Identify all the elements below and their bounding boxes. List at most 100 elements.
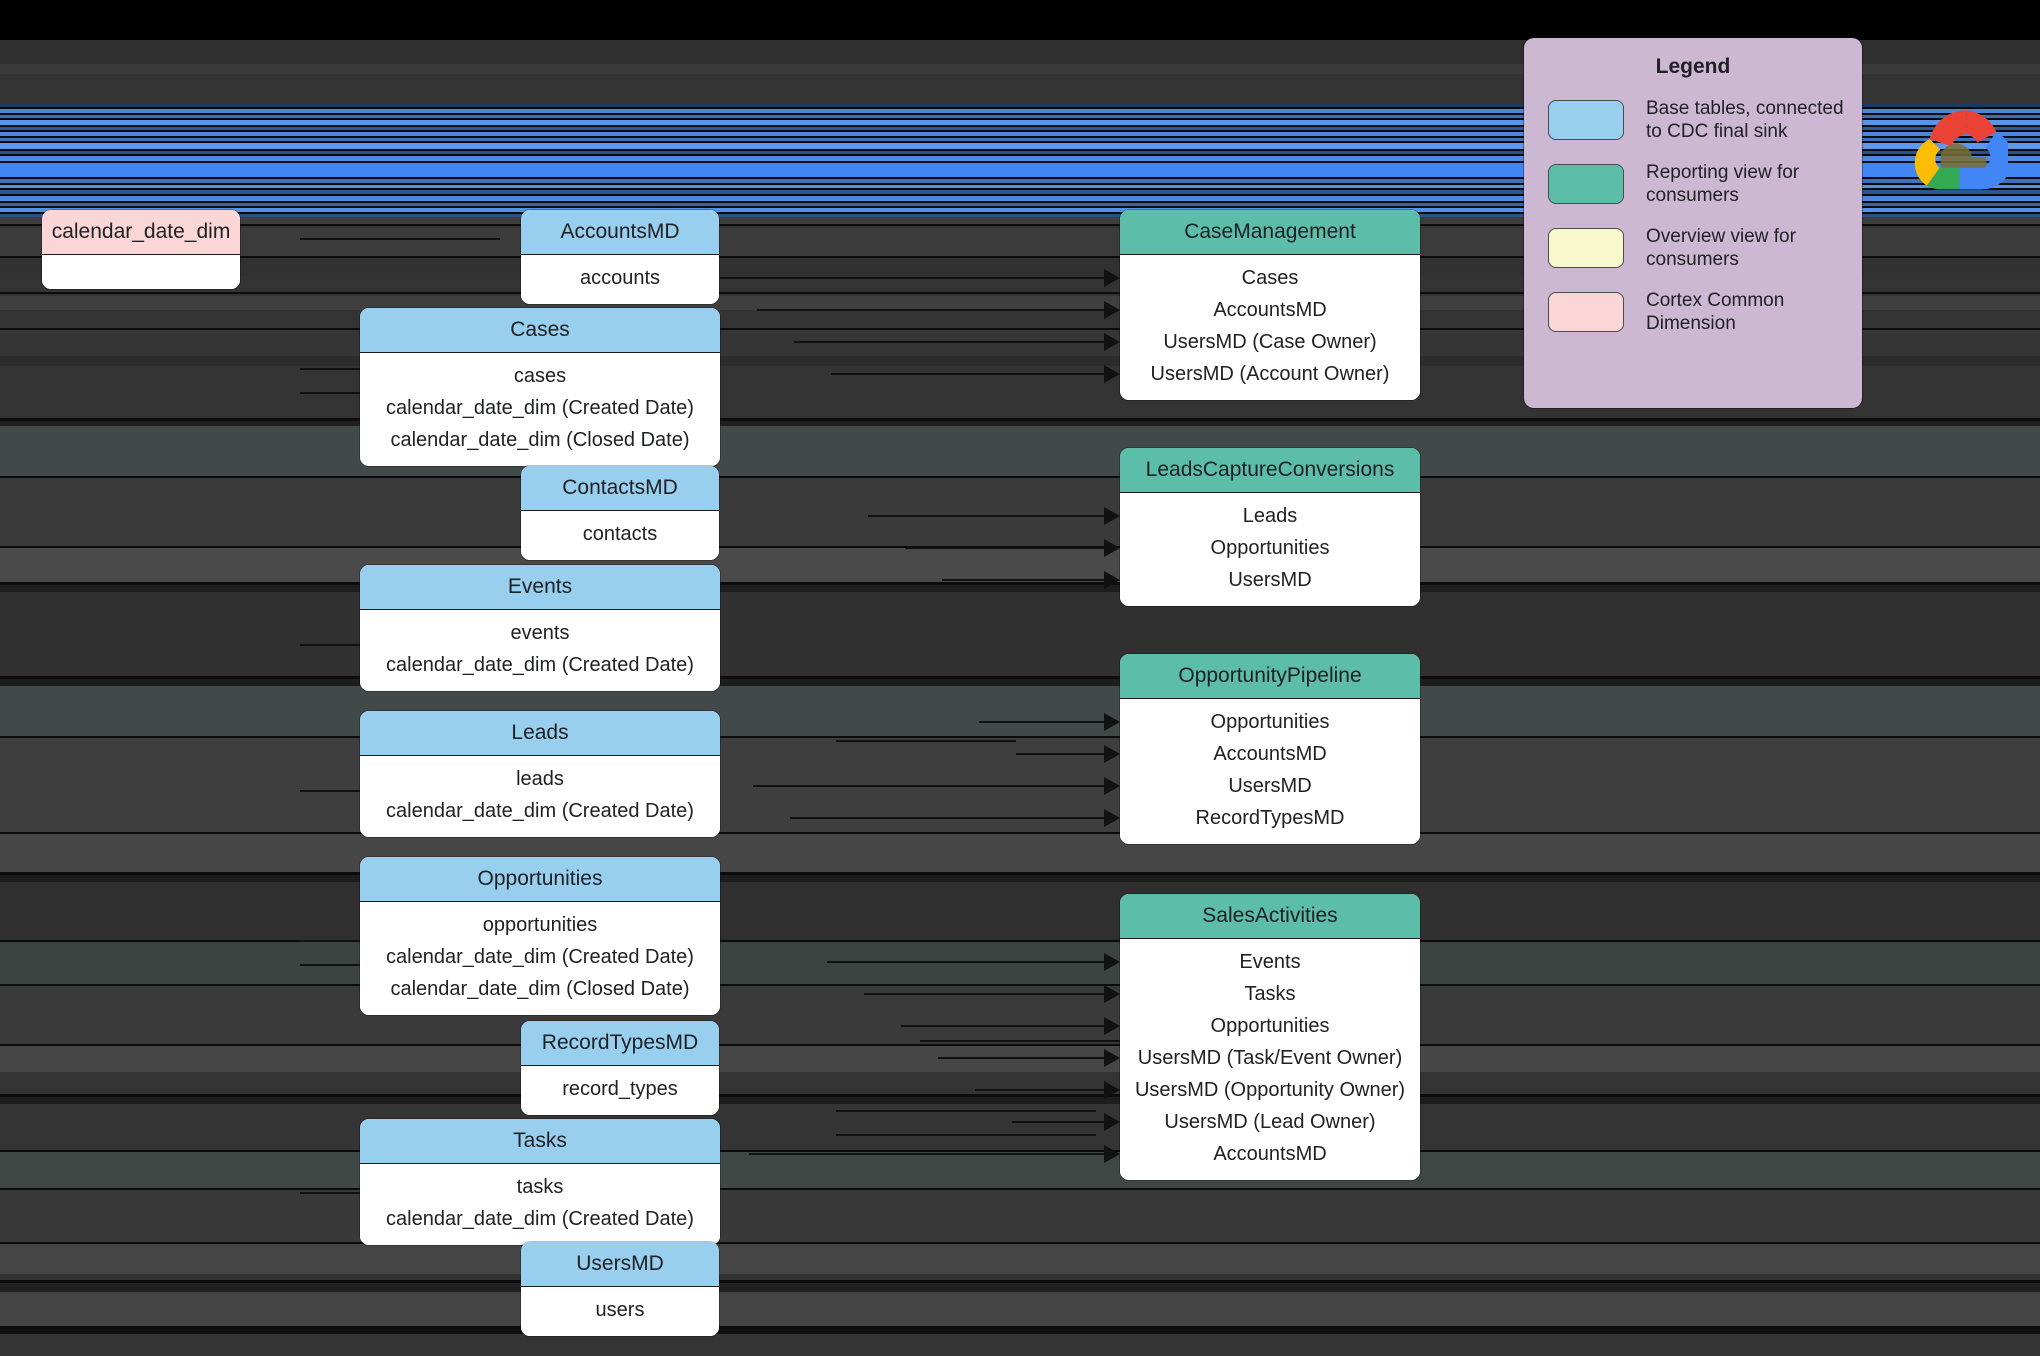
blue-scanline-stripe (0, 196, 2040, 201)
glitch-tear-line (0, 872, 2040, 875)
blue-scanline-stripe (0, 185, 2040, 188)
connector-line (300, 238, 500, 240)
connector-line (827, 961, 1106, 963)
glitch-tear-line (0, 418, 2040, 421)
reporting-view-title: SalesActivities (1120, 894, 1420, 939)
connector-arrowhead (1104, 539, 1120, 557)
top-black-bar (0, 0, 2040, 40)
glitch-band (0, 678, 2040, 686)
blue-scanline-stripe (0, 154, 2040, 156)
blue-scanline-stripe (0, 132, 2040, 136)
glitch-band (0, 426, 2040, 478)
connector-line (901, 1025, 1106, 1027)
blue-scanline-stripe (0, 130, 2040, 132)
blue-scanline-stripe (0, 203, 2040, 206)
base-table-body: accounts (521, 255, 719, 304)
connector-arrowhead (1104, 1113, 1120, 1131)
base-table-row: record_types (562, 1078, 678, 1100)
glitch-tear-line (0, 1094, 2040, 1097)
glitch-tear-line (0, 1188, 2040, 1190)
reporting-view-row: UsersMD (1228, 775, 1312, 797)
legend-item-label: Reporting view for consumers (1646, 162, 1800, 206)
glitch-band (0, 686, 2040, 738)
connector-line (1012, 1121, 1106, 1123)
reporting-view-title: CaseManagement (1120, 210, 1420, 255)
glitch-tear-line (0, 1150, 2040, 1152)
glitch-tear-line (0, 736, 2040, 738)
glitch-tear-line (0, 582, 2040, 585)
glitch-band (0, 1096, 2040, 1104)
dimension-table-box[interactable]: calendar_date_dim (42, 210, 240, 289)
reporting-view-row: Opportunities (1210, 711, 1330, 733)
connector-arrowhead (1104, 507, 1120, 525)
glitch-tear-line (0, 1326, 2040, 1329)
legend-item: Base tables, connected to CDC final sink (1548, 97, 1862, 143)
connector-line (749, 1153, 1106, 1155)
base-table-row: tasks (516, 1176, 564, 1198)
reporting-view-row: AccountsMD (1213, 299, 1327, 321)
blue-scanline-stripe (0, 136, 2040, 138)
base-table-row: cases (513, 365, 567, 387)
blue-scanline-stripe (0, 118, 2040, 120)
base-table-title: UsersMD (521, 1242, 719, 1287)
glitch-band (0, 1244, 2040, 1274)
legend-swatch (1548, 100, 1624, 140)
blue-scanline-stripe (0, 115, 2040, 118)
connector-arrowhead (1104, 745, 1120, 763)
base-table-row: calendar_date_dim (Created Date) (386, 1208, 694, 1230)
legend-item-label: Overview view for consumers (1646, 226, 1796, 270)
connector-arrowhead (1104, 1049, 1120, 1067)
blue-scanline-stripe (0, 109, 2040, 113)
blue-scanline-stripe (0, 141, 2040, 143)
connector-line (979, 721, 1106, 723)
reporting-view-row: Opportunities (1210, 1015, 1330, 1037)
blue-scanline-stripe (0, 183, 2040, 185)
connector-arrowhead (1104, 777, 1120, 795)
glitch-band (0, 592, 2040, 678)
connector-line (836, 1134, 1096, 1136)
connector-line (942, 579, 1106, 581)
blue-scanline-stripe (0, 149, 2040, 151)
glitch-tear-line (0, 476, 2040, 478)
blue-scanline-stripe (0, 179, 2040, 183)
blue-scanline-stripe (0, 138, 2040, 141)
base-table-row: calendar_date_dim (Closed Date) (390, 429, 690, 451)
connector-line (794, 341, 1106, 343)
reporting-view-row: Leads (1242, 505, 1298, 527)
base-table-row: opportunities (482, 914, 598, 936)
glitch-tear-line (0, 984, 2040, 986)
glitch-band (0, 882, 2040, 942)
base-table-title: Opportunities (360, 857, 720, 902)
glitch-band (0, 1328, 2040, 1334)
glitch-band (0, 1152, 2040, 1190)
connector-arrowhead (1104, 1017, 1120, 1035)
glitch-band (0, 1292, 2040, 1328)
blue-scanline-stripe (0, 214, 2040, 217)
connector-line (975, 1089, 1106, 1091)
base-table-row: accounts (579, 267, 661, 289)
connector-arrowhead (1104, 985, 1120, 1003)
reporting-view-row: Events (1239, 951, 1301, 973)
blue-scanline-stripe (0, 206, 2040, 208)
blue-scanline-stripe (0, 127, 2040, 130)
glitch-tear-line (0, 1044, 2040, 1046)
reporting-view-row: UsersMD (Account Owner) (1150, 363, 1390, 385)
connector-line (938, 1057, 1106, 1059)
reporting-view-row: Tasks (1244, 983, 1296, 1005)
